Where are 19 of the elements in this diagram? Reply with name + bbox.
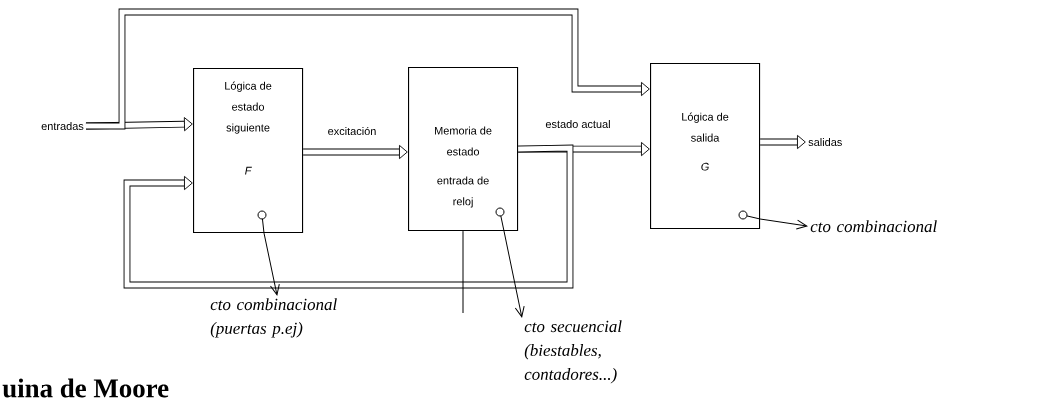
handwritten-note: cto combinacional (puertas p.ej) (210, 298, 337, 338)
bus-arrow (760, 134, 806, 150)
process-box: Lógica de salida G (650, 63, 761, 230)
handwritten-note: cto combinacional (810, 220, 937, 233)
bus-arrow (303, 144, 408, 160)
leader-line (759, 218, 808, 230)
process-box: Memoria de estado entrada de reloj (408, 67, 519, 232)
bus-arrow (123, 144, 574, 289)
input-label: entradas (41, 122, 84, 131)
edge-label: excitación (328, 126, 376, 136)
output-label: salidas (808, 138, 842, 147)
process-box: Lógica de estado siguiente F (193, 68, 304, 234)
edge-label: estado actual (545, 120, 610, 129)
handwritten-note: cto secuencial (biestables, contadores...) (524, 320, 622, 384)
clock-line (462, 230, 464, 314)
leader-line (503, 230, 525, 318)
title: uina de Moore (2, 378, 169, 398)
leader-line (263, 232, 280, 296)
bus-arrow (86, 8, 650, 130)
